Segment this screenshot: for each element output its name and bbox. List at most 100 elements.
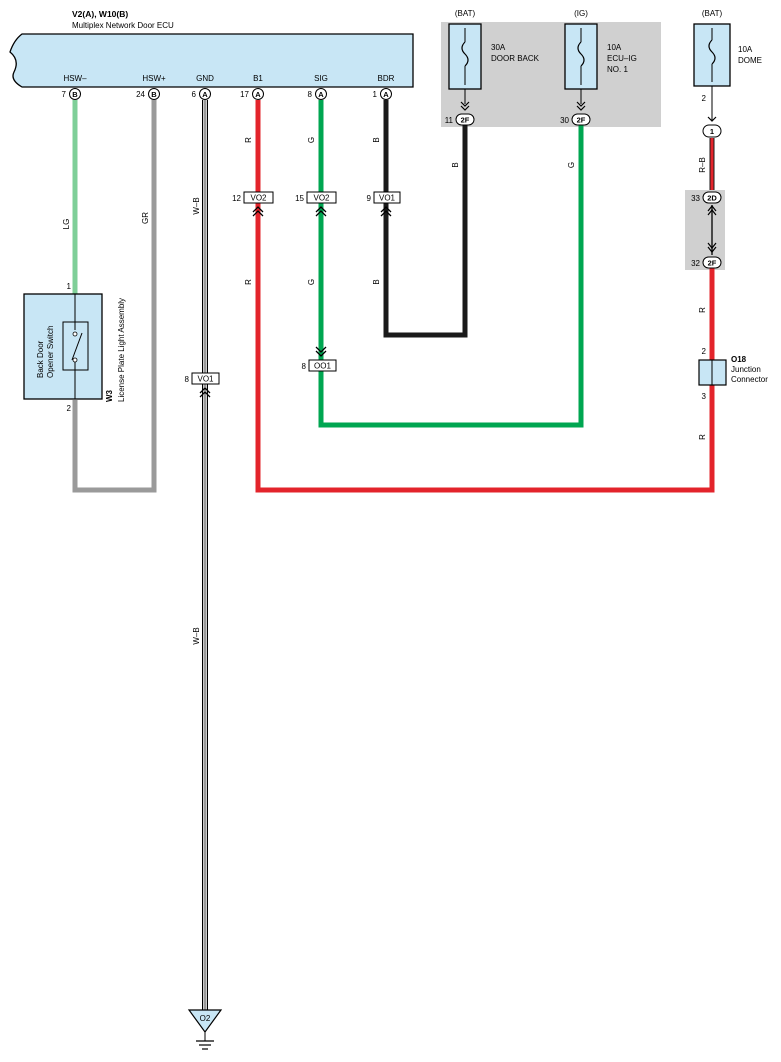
ecu-pin-sig: SIG 8 A <box>308 74 328 100</box>
svg-text:2: 2 <box>702 347 707 356</box>
svg-text:(BAT): (BAT) <box>455 9 476 18</box>
label-w-b-top: W–B <box>192 197 201 214</box>
inline-connector-vo1-gnd: 8 VO1 <box>185 372 220 398</box>
svg-text:8: 8 <box>185 375 190 384</box>
svg-text:W3: W3 <box>105 389 114 402</box>
svg-text:GND: GND <box>196 74 214 83</box>
svg-text:33: 33 <box>691 194 700 203</box>
svg-text:OO1: OO1 <box>314 362 331 371</box>
svg-text:ECU–IG: ECU–IG <box>607 54 637 63</box>
label-g-fuse: G <box>567 162 576 168</box>
wire-gr <box>72 100 157 493</box>
svg-text:B1: B1 <box>253 74 263 83</box>
svg-text:2: 2 <box>67 404 72 413</box>
label-b-fuse: B <box>451 162 460 167</box>
svg-text:VO1: VO1 <box>379 194 396 203</box>
svg-text:NO. 1: NO. 1 <box>607 65 628 74</box>
svg-text:2F: 2F <box>708 259 717 268</box>
svg-text:8: 8 <box>308 90 313 99</box>
svg-text:BDR: BDR <box>378 74 395 83</box>
svg-text:A: A <box>255 90 261 99</box>
ecu-pin-b1: B1 17 A <box>240 74 264 100</box>
ecu-pin-bdr: BDR 1 A <box>373 74 395 100</box>
svg-text:Opener Switch: Opener Switch <box>46 326 55 378</box>
ecu-pin-gnd: GND 6 A <box>192 74 214 100</box>
svg-text:B: B <box>72 90 78 99</box>
svg-text:O2: O2 <box>200 1014 211 1023</box>
svg-text:A: A <box>383 90 389 99</box>
svg-text:VO1: VO1 <box>197 375 214 384</box>
label-lg: LG <box>62 219 71 230</box>
ecu-name: Multiplex Network Door ECU <box>72 21 174 30</box>
svg-text:3: 3 <box>702 392 707 401</box>
svg-text:Junction: Junction <box>731 365 761 374</box>
svg-text:15: 15 <box>295 194 304 203</box>
ecu-pin-hsw-plus: HSW+ 24 B <box>136 74 166 100</box>
fuse-dome: (BAT) 10A DOME 2 <box>693 9 762 122</box>
inline-connector-vo2-b1: 12 VO2 <box>232 191 274 217</box>
ecu-pin-hsw-minus: HSW– 7 B <box>62 74 87 100</box>
fuse-ecu-ig: (IG) 10A ECU–IG NO. 1 30 2F <box>560 9 637 126</box>
svg-text:Back Door: Back Door <box>36 340 45 378</box>
svg-text:SIG: SIG <box>314 74 328 83</box>
junction-connector-o18: 2 3 O18 Junction Connector <box>698 347 768 401</box>
svg-text:24: 24 <box>136 90 145 99</box>
svg-text:1: 1 <box>710 127 714 136</box>
svg-text:VO2: VO2 <box>313 194 330 203</box>
svg-text:License Plate Light Assembly: License Plate Light Assembly <box>117 298 126 402</box>
joint-2f: 32 2F <box>691 242 722 269</box>
svg-text:17: 17 <box>240 90 249 99</box>
svg-text:30A: 30A <box>491 43 506 52</box>
svg-text:11: 11 <box>445 116 454 125</box>
svg-text:12: 12 <box>232 194 241 203</box>
svg-text:10A: 10A <box>738 45 753 54</box>
wire-g <box>318 100 584 428</box>
svg-text:DOME: DOME <box>738 56 762 65</box>
label-g-mid: G <box>307 279 316 285</box>
svg-text:32: 32 <box>691 259 700 268</box>
inline-connector-vo1-bdr: 9 VO1 <box>367 191 401 217</box>
fuse-door-back: (BAT) 30A DOOR BACK 11 2F <box>445 9 540 126</box>
joint-block-shade <box>685 190 725 270</box>
svg-text:2: 2 <box>702 94 707 103</box>
svg-text:2F: 2F <box>461 116 470 125</box>
svg-text:2D: 2D <box>707 194 717 203</box>
label-r-mid: R <box>244 279 253 285</box>
svg-text:1: 1 <box>67 282 72 291</box>
svg-text:9: 9 <box>367 194 372 203</box>
inline-connector-oo1: 8 OO1 <box>302 346 337 372</box>
svg-text:1: 1 <box>373 90 378 99</box>
svg-text:(IG): (IG) <box>574 9 588 18</box>
svg-text:(BAT): (BAT) <box>702 9 723 18</box>
svg-text:DOOR BACK: DOOR BACK <box>491 54 540 63</box>
svg-text:10A: 10A <box>607 43 622 52</box>
svg-text:2F: 2F <box>577 116 586 125</box>
svg-text:30: 30 <box>560 116 569 125</box>
svg-text:A: A <box>202 90 208 99</box>
label-r-top: R <box>244 137 253 143</box>
ecu-box <box>9 33 414 88</box>
inline-connector-vo2-sig: 15 VO2 <box>295 191 337 217</box>
label-w-b-bottom: W–B <box>192 627 201 644</box>
label-r-junction: R <box>698 434 707 440</box>
ecu-code: V2(A), W10(B) <box>72 9 128 19</box>
svg-text:HSW–: HSW– <box>63 74 87 83</box>
svg-text:7: 7 <box>62 90 67 99</box>
label-gr: GR <box>141 212 150 224</box>
svg-text:6: 6 <box>192 90 197 99</box>
joint-2d: 33 2D <box>691 191 722 216</box>
svg-text:VO2: VO2 <box>250 194 267 203</box>
dome-connector-1: 1 <box>702 124 722 138</box>
svg-text:O18: O18 <box>731 355 747 364</box>
label-g-top: G <box>307 137 316 143</box>
label-b-top: B <box>372 137 381 142</box>
svg-text:HSW+: HSW+ <box>142 74 166 83</box>
svg-text:B: B <box>151 90 157 99</box>
svg-text:8: 8 <box>302 362 307 371</box>
label-r-b: R–B <box>698 157 707 173</box>
svg-text:A: A <box>318 90 324 99</box>
wire-b <box>383 100 468 338</box>
back-door-opener-switch: 1 2 Back Door Opener Switch W3 License P… <box>23 282 126 413</box>
ground-o2: O2 <box>187 1009 223 1050</box>
label-r-dome: R <box>698 307 707 313</box>
